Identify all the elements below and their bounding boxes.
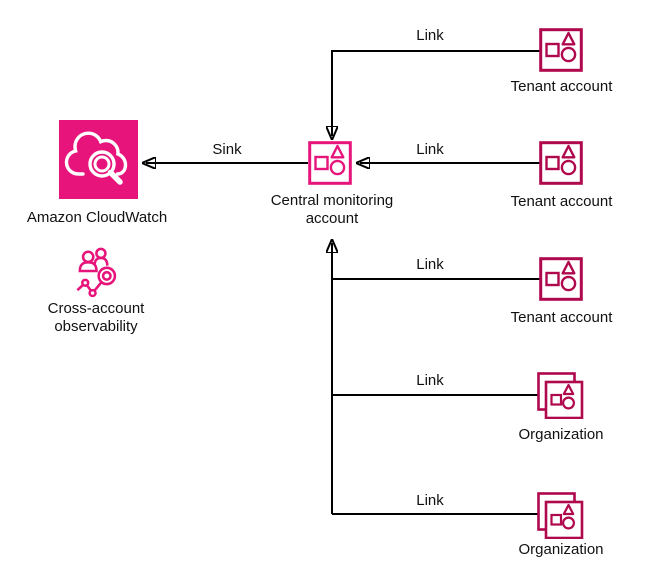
- tenant-account-2-icon: [539, 141, 583, 185]
- organization-2-icon: [537, 492, 584, 539]
- cross-account-label-line1: Cross-account: [47, 300, 145, 317]
- link-edge-label-3: Link: [416, 256, 444, 273]
- link-edge-label-1: Link: [416, 27, 444, 44]
- edge-link-tenant1: [332, 50, 540, 136]
- tenant-account-3-label: Tenant account: [510, 309, 613, 326]
- sink-edge-label: Sink: [212, 141, 242, 158]
- tenant-account-2-label: Tenant account: [510, 193, 613, 210]
- cross-account-observability-icon: [76, 247, 117, 298]
- cloudwatch-label: Amazon CloudWatch: [26, 209, 168, 226]
- central-label-line1: Central monitoring: [270, 192, 394, 209]
- organization-1-label: Organization: [518, 426, 604, 443]
- cloudwatch-icon: [59, 120, 138, 199]
- tenant-account-1-icon: [539, 28, 583, 72]
- central-monitoring-account-icon: [308, 141, 352, 185]
- cross-account-label-line2: observability: [54, 318, 138, 335]
- link-edge-label-2: Link: [416, 141, 444, 158]
- tenant-account-3-icon: [539, 257, 583, 301]
- central-label-line2: account: [305, 210, 359, 227]
- link-edge-label-5: Link: [416, 492, 444, 509]
- organization-2-label: Organization: [518, 541, 604, 558]
- link-edge-label-4: Link: [416, 372, 444, 389]
- tenant-account-1-label: Tenant account: [510, 78, 613, 95]
- organization-1-icon: [537, 372, 584, 419]
